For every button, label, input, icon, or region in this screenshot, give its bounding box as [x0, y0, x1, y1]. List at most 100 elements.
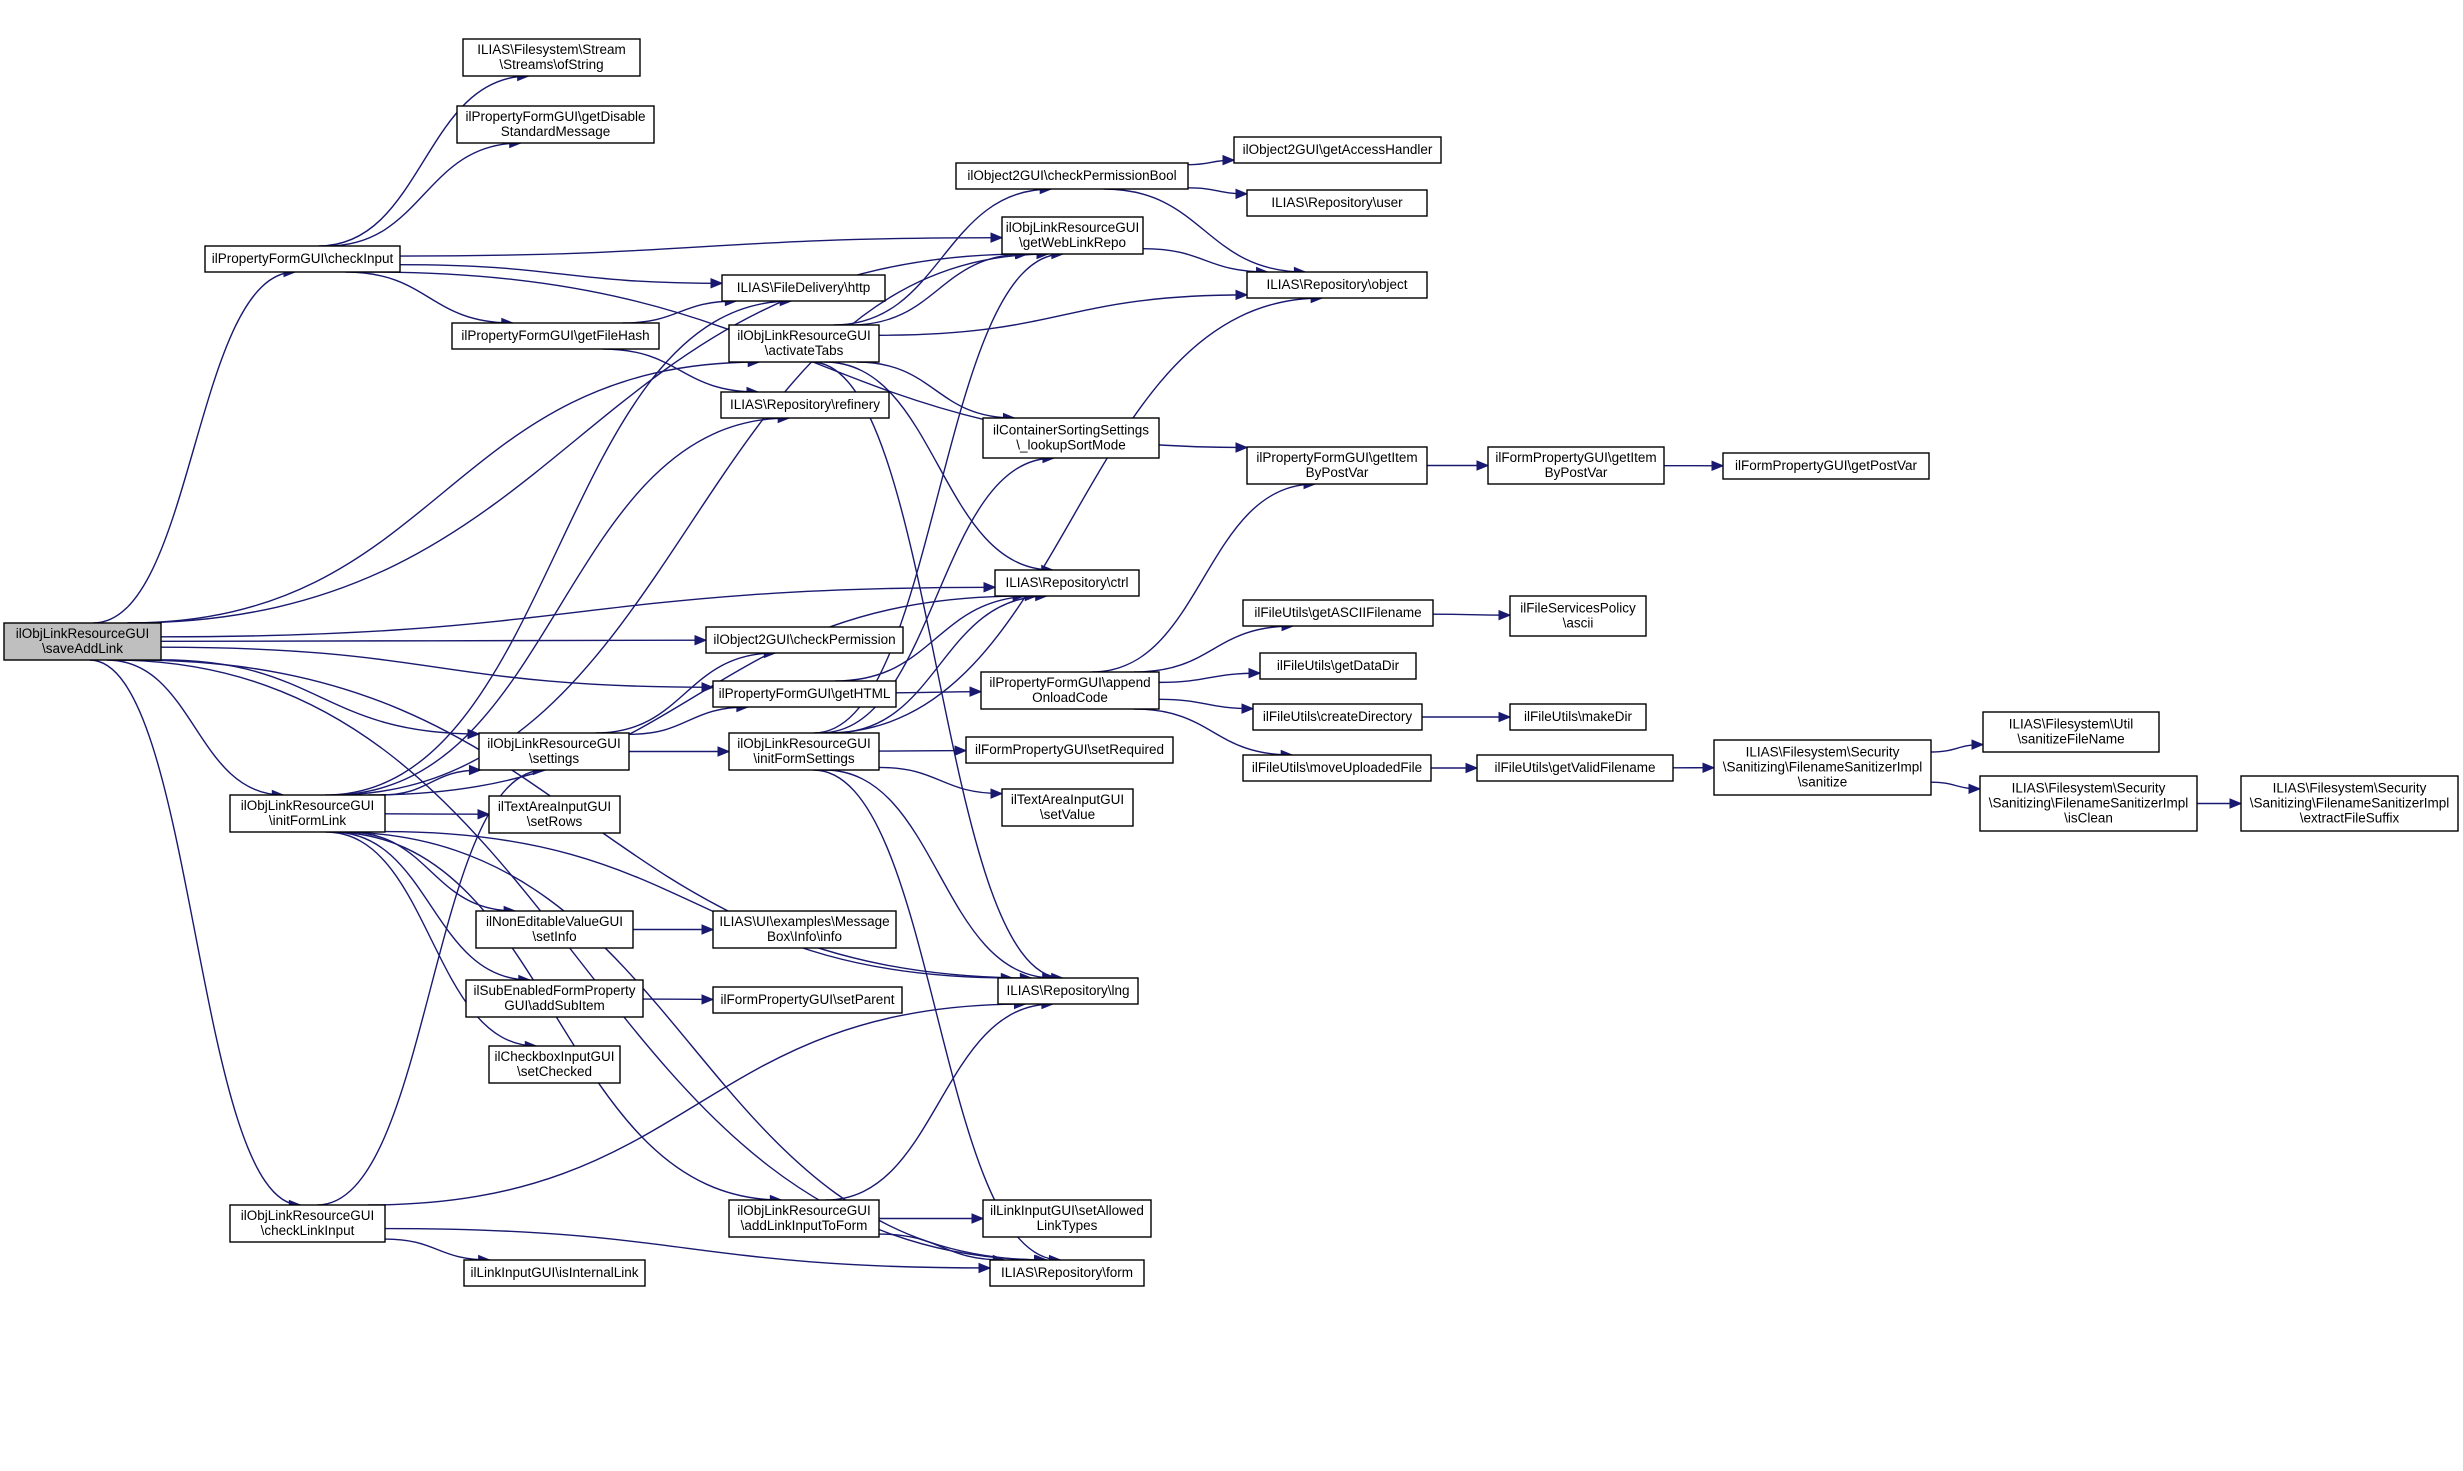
node-createDirectory[interactable]: ilFileUtils\createDirectory [1252, 703, 1423, 731]
node-sanitizeFileName[interactable]: ILIAS\Filesystem\Util\sanitizeFileName [1982, 711, 2160, 753]
node-label: ilFileUtils\moveUploadedFile [1252, 760, 1422, 775]
node-checkPermissionBool[interactable]: ilObject2GUI\checkPermissionBool [955, 162, 1189, 190]
node-extractFileSuffix[interactable]: ILIAS\Filesystem\Security\Sanitizing\Fil… [2240, 775, 2459, 832]
node-box [1979, 775, 2198, 832]
node-checkPermission[interactable]: ilObject2GUI\checkPermission [705, 626, 904, 654]
node-getDisableStd[interactable]: ilPropertyFormGUI\getDisableStandardMess… [456, 105, 655, 144]
node-http[interactable]: ILIAS\FileDelivery\http [721, 274, 886, 302]
node-checkLinkInput[interactable]: ilObjLinkResourceGUI\checkLinkInput [229, 1204, 386, 1243]
node-label: ilLinkInputGUI\isInternalLink [470, 1265, 638, 1280]
node-moveUploadedFile[interactable]: ilFileUtils\moveUploadedFile [1242, 754, 1432, 782]
node-box [463, 1259, 646, 1287]
node-label: \Sanitizing\FilenameSanitizerImpl [1989, 796, 2189, 811]
node-label: \sanitizeFileName [2017, 732, 2124, 747]
edge-formGetItemByPostVar-to-getPostVar [1663, 460, 1725, 472]
edge-initFormLink-to-settings [381, 764, 482, 796]
edge-line [332, 831, 530, 981]
node-form[interactable]: ILIAS\Repository\form [989, 1259, 1145, 1287]
edge-line [324, 300, 792, 796]
node-box [728, 732, 880, 771]
node-initFormSettings[interactable]: ilObjLinkResourceGUI\initFormSettings [728, 732, 880, 771]
node-initFormLink[interactable]: ilObjLinkResourceGUI\initFormLink [229, 794, 386, 833]
node-ascii[interactable]: ilFileServicesPolicy\ascii [1509, 595, 1647, 637]
node-label: ByPostVar [1545, 465, 1608, 480]
node-box [1259, 652, 1417, 680]
edge-line [106, 659, 284, 796]
edge-saveAddLink-to-activateTabs [127, 356, 761, 624]
edge-line [878, 294, 1248, 336]
node-label: ilFileUtils\createDirectory [1263, 709, 1413, 724]
node-ctrl[interactable]: ILIAS\Repository\ctrl [994, 569, 1140, 597]
edge-moveUploadedFile-to-getValidFilename [1430, 762, 1479, 774]
node-lng[interactable]: ILIAS\Repository\lng [997, 977, 1139, 1005]
node-label: \Sanitizing\FilenameSanitizerImpl [1723, 760, 1923, 775]
arrowhead [710, 278, 724, 289]
node-box [462, 38, 641, 77]
edge-line [326, 142, 521, 247]
edge-line [317, 769, 545, 1206]
node-getFileHash[interactable]: ilPropertyFormGUI\getFileHash [451, 322, 660, 350]
node-label: ilObjLinkResourceGUI [16, 626, 150, 641]
node-getPostVar[interactable]: ilFormPropertyGUI\getPostVar [1722, 452, 1930, 480]
arrowhead [1971, 739, 1985, 750]
node-label: ilLinkInputGUI\setAllowed [990, 1203, 1144, 1218]
node-label: \Streams\ofString [499, 57, 603, 72]
node-user[interactable]: ILIAS\Repository\user [1246, 189, 1428, 217]
node-setValueTA[interactable]: ilTextAreaInputGUI\setValue [1001, 788, 1134, 827]
edge-line [346, 831, 516, 912]
node-setRowsTA[interactable]: ilTextAreaInputGUI\setRows [488, 795, 621, 834]
node-box [1982, 711, 2160, 753]
node-ofString[interactable]: ILIAS\Filesystem\Stream\Streams\ofString [462, 38, 641, 77]
edge-line [1158, 698, 1254, 710]
node-getASCIIFilename[interactable]: ilFileUtils\getASCIIFilename [1242, 599, 1434, 627]
node-settings[interactable]: ilObjLinkResourceGUI\settings [478, 732, 630, 771]
node-label: ilObjLinkResourceGUI [737, 1203, 871, 1218]
node-object[interactable]: ILIAS\Repository\object [1246, 271, 1428, 299]
node-label: ilFormPropertyGUI\getItem [1495, 450, 1656, 465]
node-label: ilObjLinkResourceGUI [737, 736, 871, 751]
node-makeDir[interactable]: ilFileUtils\makeDir [1509, 703, 1647, 731]
node-getHTML[interactable]: ilPropertyFormGUI\getHTML [712, 680, 897, 708]
node-box [994, 569, 1140, 597]
edge-line [325, 831, 537, 1047]
edge-initFormLink-to-addLinkInputToForm [330, 831, 783, 1206]
node-box [3, 622, 162, 661]
node-setInfoNE[interactable]: ilNonEditableValueGUI\setInfo [475, 910, 634, 949]
edge-checkLinkInput-to-lng [368, 998, 1027, 1206]
node-sanitize[interactable]: ILIAS\Filesystem\Security\Sanitizing\Fil… [1713, 739, 1932, 796]
arrowhead [1235, 188, 1249, 200]
edge-line [384, 1227, 991, 1269]
node-checkInput[interactable]: ilPropertyFormGUI\checkInput [204, 245, 401, 273]
node-isClean[interactable]: ILIAS\Filesystem\Security\Sanitizing\Fil… [1979, 775, 2198, 832]
edge-line [93, 271, 296, 624]
node-getWebLinkRepo[interactable]: ilObjLinkResourceGUI\getWebLinkRepo [1001, 216, 1144, 255]
node-getAccessHandler[interactable]: ilObject2GUI\getAccessHandler [1233, 136, 1442, 164]
node-activateTabs[interactable]: ilObjLinkResourceGUI\activateTabs [728, 324, 880, 363]
node-box [1476, 754, 1674, 782]
node-box [712, 986, 903, 1014]
arrowhead [477, 808, 491, 820]
node-lookupSortMode[interactable]: ilContainerSortingSettings\_lookupSortMo… [982, 417, 1160, 459]
edge-addSubItem-to-setParent [642, 994, 715, 1005]
node-setChecked[interactable]: ilCheckboxInputGUI\setChecked [488, 1045, 621, 1084]
node-setRequired[interactable]: ilFormPropertyGUI\setRequired [965, 736, 1174, 764]
arrowhead [971, 1213, 985, 1224]
node-label: GUI\addSubItem [504, 998, 605, 1013]
node-label: ILIAS\Filesystem\Security [1746, 745, 1900, 760]
node-saveAddLink[interactable]: ilObjLinkResourceGUI\saveAddLink [3, 622, 162, 661]
node-setParent[interactable]: ilFormPropertyGUI\setParent [712, 986, 903, 1014]
node-box [955, 162, 1189, 190]
node-getDataDir[interactable]: ilFileUtils\getDataDir [1259, 652, 1417, 680]
node-addLinkInputToForm[interactable]: ilObjLinkResourceGUI\addLinkInputToForm [728, 1199, 880, 1238]
edge-createDirectory-to-makeDir [1421, 711, 1512, 723]
node-label: ILIAS\Repository\object [1266, 277, 1407, 292]
node-isInternalLink[interactable]: ilLinkInputGUI\isInternalLink [463, 1259, 646, 1287]
node-getValidFilename[interactable]: ilFileUtils\getValidFilename [1476, 754, 1674, 782]
node-refinery[interactable]: ILIAS\Repository\refinery [720, 391, 890, 419]
